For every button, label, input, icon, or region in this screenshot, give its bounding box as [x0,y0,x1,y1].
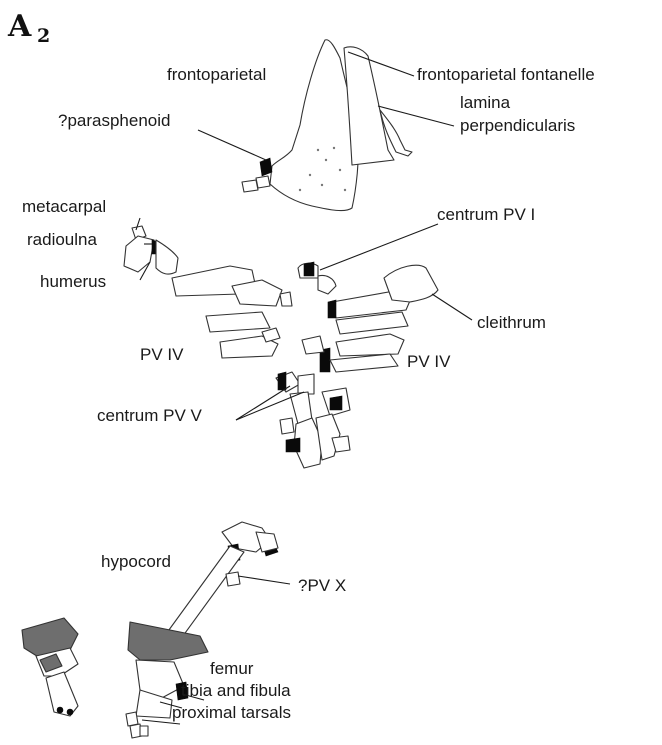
label-cleithrum: cleithrum [477,313,546,332]
label-frontoparietal-fontanelle: frontoparietal fontanelle [417,65,595,84]
label-lamina-line1: lamina [460,93,511,112]
panel-subscript: 2 [37,25,50,47]
label-pv-iv-right: PV IV [407,352,451,371]
label-centrum-pv-v: centrum PV V [97,406,203,425]
label-humerus: humerus [40,272,106,291]
label-femur: femur [210,659,254,678]
skull-drawing [242,40,412,211]
label-tibia-fibula: tibia and fibula [181,681,291,700]
label-metacarpal: metacarpal [22,197,106,216]
label-radioulna: radioulna [27,230,97,249]
label-proximal-tarsals: proximal tarsals [172,703,291,722]
panel-letter: A [7,9,32,44]
label-centrum-pv-i: centrum PV I [437,205,535,224]
label-lamina-line2: perpendicularis [460,116,575,135]
label-pv-iv-left: PV IV [140,345,184,364]
label-hypocord: hypocord [101,552,171,571]
label-parasphenoid: ?parasphenoid [58,111,170,130]
label-pv-x: ?PV X [298,576,346,595]
label-frontoparietal: frontoparietal [167,65,266,84]
